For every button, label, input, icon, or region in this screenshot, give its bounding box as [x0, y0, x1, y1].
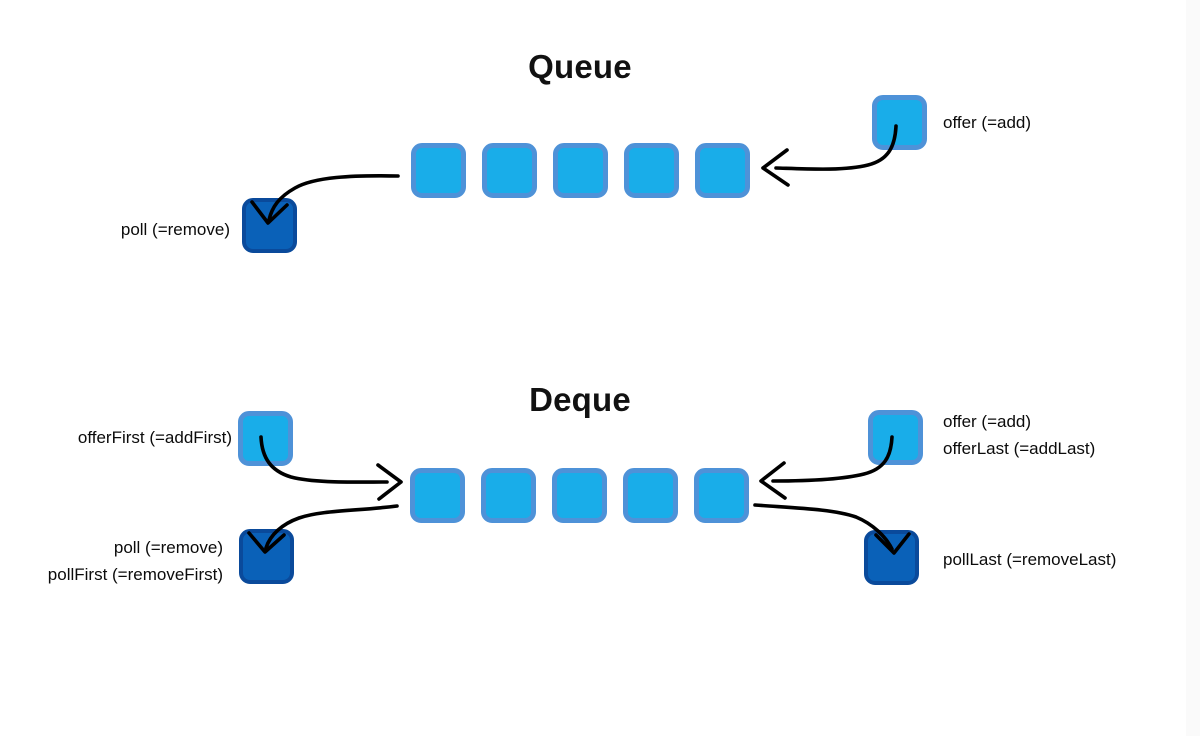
deque-poll-label: poll (=remove) pollFirst (=removeFirst): [48, 534, 223, 588]
deque-poll-label-line1: poll (=remove): [113, 538, 223, 557]
deque-offer-first-box: [238, 411, 293, 466]
queue-cell: [482, 143, 537, 198]
deque-offer-label-line2: offerLast (=addLast): [943, 439, 1096, 458]
deque-cell: [481, 468, 536, 523]
queue-poll-label: poll (=remove): [120, 220, 230, 239]
right-edge-shade: [1186, 0, 1200, 736]
queue-poll-box: [242, 198, 297, 253]
queue-cell: [695, 143, 750, 198]
deque-poll-box: [239, 529, 294, 584]
deque-poll-last-box: [864, 530, 919, 585]
deque-offer-first-arrowhead-icon: [376, 463, 403, 501]
deque-cell: [623, 468, 678, 523]
deque-poll-last-label: pollLast (=removeLast): [943, 550, 1117, 569]
queue-offer-box: [872, 95, 927, 150]
deque-offer-box: [868, 410, 923, 465]
queue-cell-row: [411, 143, 750, 198]
queue-cell: [553, 143, 608, 198]
queue-title: Queue: [528, 48, 632, 85]
deque-offer-label: offer (=add) offerLast (=addLast): [943, 408, 1095, 462]
deque-offer-arrowhead-icon: [759, 461, 787, 500]
deque-cell: [552, 468, 607, 523]
deque-offer-label-line1: offer (=add): [943, 412, 1032, 431]
deque-offer-first-label: offerFirst (=addFirst): [77, 428, 232, 447]
queue-offer-label: offer (=add): [943, 113, 1032, 132]
deque-cell: [694, 468, 749, 523]
queue-offer-arrowhead-icon: [761, 148, 790, 187]
queue-cell: [411, 143, 466, 198]
deque-cell-row: [410, 468, 749, 523]
deque-cell: [410, 468, 465, 523]
deque-poll-label-line2: pollFirst (=removeFirst): [47, 565, 223, 584]
queue-cell: [624, 143, 679, 198]
deque-title: Deque: [529, 381, 631, 418]
